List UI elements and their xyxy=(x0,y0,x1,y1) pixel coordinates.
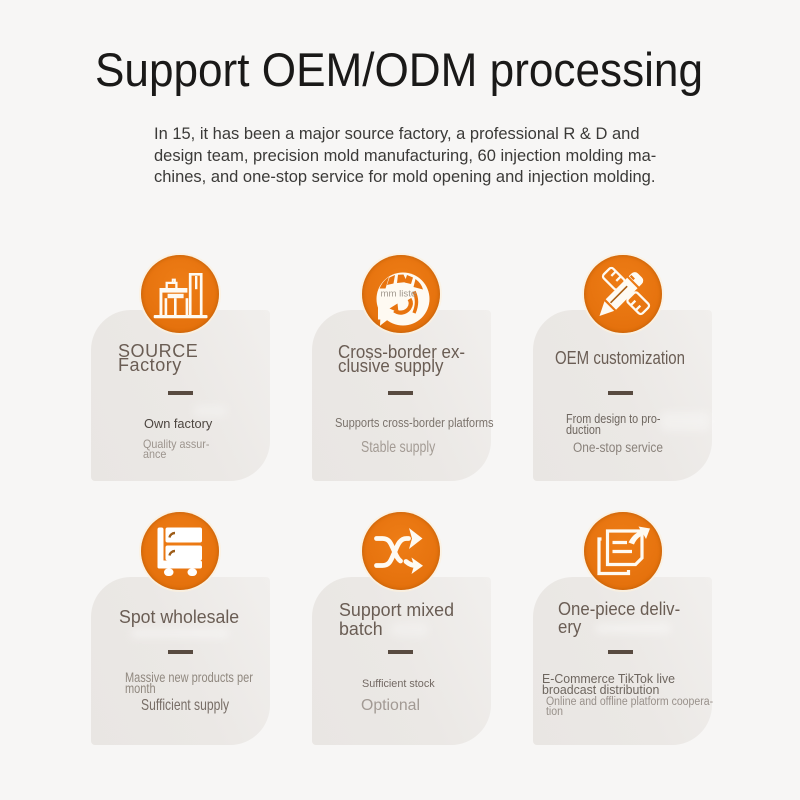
svg-text:mm liste: mm liste xyxy=(381,288,417,299)
